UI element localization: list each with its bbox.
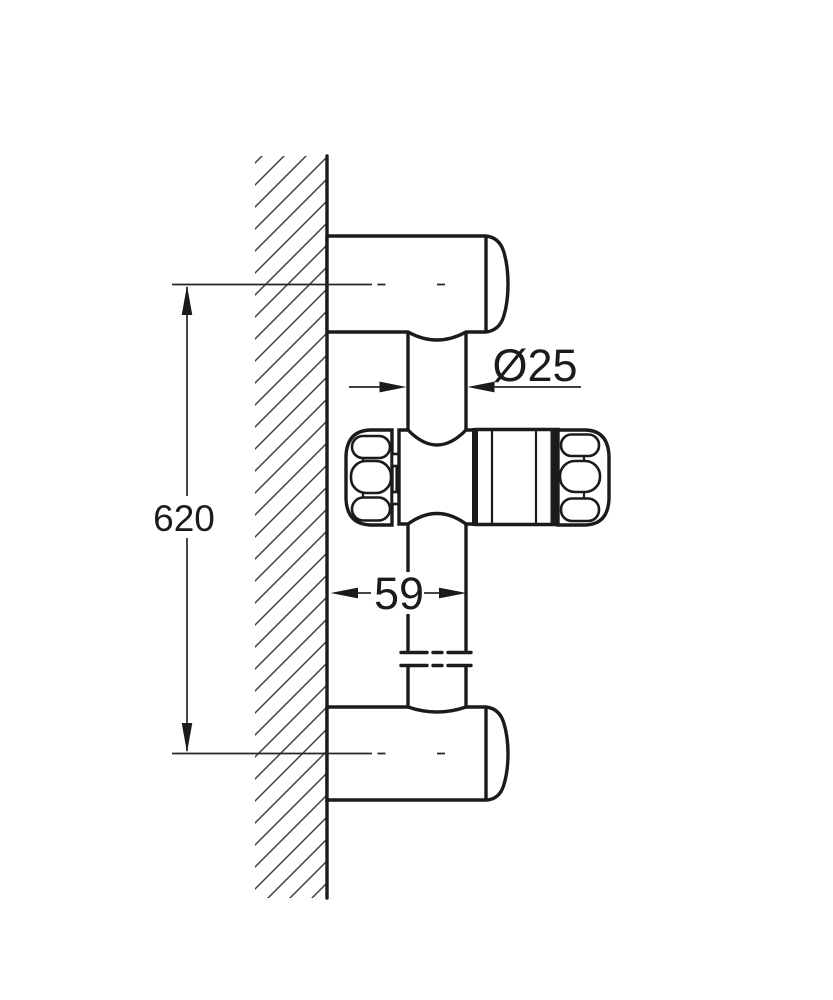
- bottom-mounting-bracket: [325, 705, 510, 802]
- arrowhead-right: [439, 587, 467, 599]
- top-bracket-outline: [325, 234, 510, 342]
- arrowhead-down: [181, 723, 193, 753]
- arrowhead-up: [181, 285, 193, 315]
- rail-lower-segment: [406, 666, 468, 709]
- dimension-wall-offset: 59: [330, 568, 467, 619]
- rail-tube: [399, 331, 473, 709]
- wall-section: [255, 154, 329, 900]
- holder-cylinder-body: [475, 430, 559, 524]
- label-mask: [372, 572, 424, 614]
- left-knob-grip-bump: [350, 496, 392, 522]
- right-knob-grip-bump: [559, 433, 601, 458]
- arrowhead-left: [330, 587, 358, 599]
- dimension-rail-diameter: Ø25: [349, 340, 581, 393]
- holder-cylinder-lines: [490, 431, 538, 523]
- slider-holder: [344, 427, 611, 527]
- rail-diameter-label: Ø25: [492, 340, 577, 391]
- wall-hatching: [255, 156, 327, 898]
- right-knob-grip-bump: [558, 459, 602, 494]
- top-mounting-bracket: [325, 234, 510, 342]
- rail-length-label: 620: [153, 498, 215, 539]
- left-knob-grip-bump: [350, 434, 392, 460]
- dimension-rail-length: 620: [153, 285, 215, 753]
- bottom-bracket-outline: [325, 705, 510, 802]
- wall-offset-label: 59: [374, 568, 424, 619]
- arrowhead-right: [379, 381, 407, 393]
- rail-sleeve: [397, 428, 477, 526]
- rail-upper-segment: [406, 331, 468, 432]
- tube-break-lines: [399, 650, 473, 668]
- arrowhead-left: [467, 381, 495, 393]
- bracket-centerlines: [172, 283, 445, 755]
- right-knob-grip-bump: [559, 497, 601, 523]
- holder-cylinder-edges: [473, 427, 561, 527]
- left-knob-grip-bump: [349, 459, 393, 495]
